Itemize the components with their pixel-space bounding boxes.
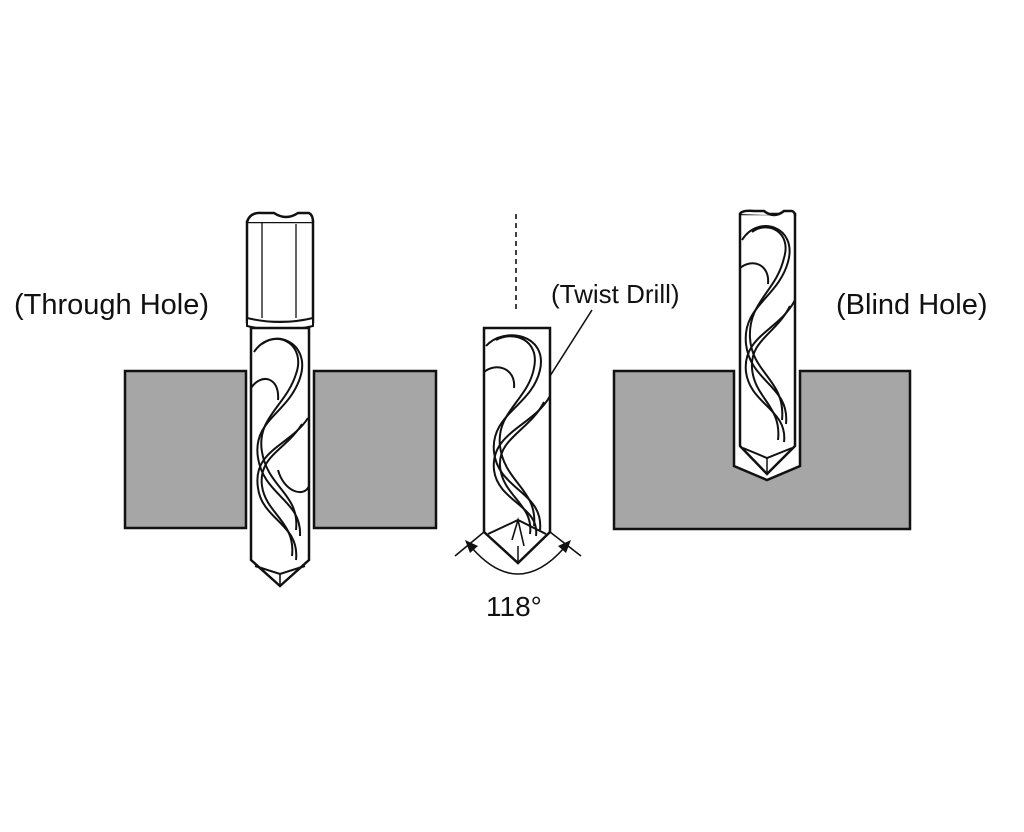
through-hole-drill-shank: [245, 211, 315, 331]
through-hole-workpiece-right: [312, 369, 438, 530]
blind-hole-assembly: [612, 209, 912, 531]
blind-hole-drill-body: [738, 209, 797, 476]
blind-hole-label: (Blind Hole): [836, 289, 988, 321]
through-hole-drill-body: [249, 326, 311, 588]
twist-drill-body: [482, 326, 552, 565]
twist-drill-label: (Twist Drill): [551, 279, 680, 309]
through-hole-label: (Through Hole): [14, 289, 209, 321]
point-angle-dimension: [454, 531, 582, 575]
twist-drill-leader-line: [549, 309, 593, 377]
twist-drill-assembly: [454, 214, 593, 575]
through-hole-assembly: [123, 211, 438, 588]
through-hole-workpiece-left: [123, 369, 248, 530]
blind-hole-workpiece: [612, 369, 912, 531]
point-angle-label: 118°: [486, 591, 542, 622]
